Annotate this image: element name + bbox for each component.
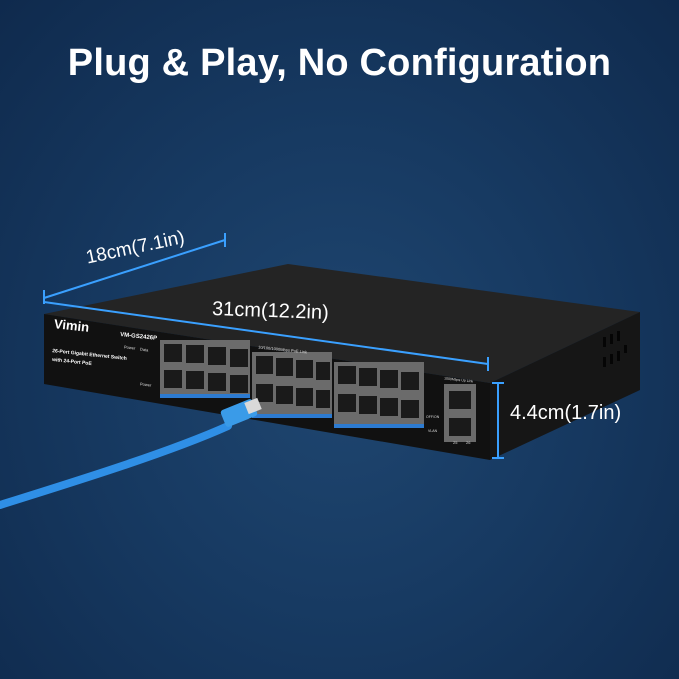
power-led-label: Power <box>123 344 136 351</box>
uplink-port-25-label: 25 <box>453 440 458 445</box>
port-number-strip-2 <box>252 414 332 418</box>
uplink-ports <box>444 384 476 442</box>
data-led-label: Data <box>139 346 149 353</box>
vlan-label: VLAN <box>428 429 438 433</box>
port-number-strip-1 <box>160 394 250 398</box>
poe-ports-group-1 <box>160 340 250 394</box>
switch-label: OFF/ON <box>426 415 440 419</box>
width-dimension-label: 31cm(12.2in) <box>211 297 330 325</box>
power-label: Power <box>139 381 152 388</box>
cable-connector-tip <box>244 397 262 415</box>
chassis-side <box>490 312 640 460</box>
side-vents <box>603 331 627 367</box>
chassis-top <box>44 264 640 383</box>
ethernet-cable <box>0 422 232 509</box>
uplink-port-26-label: 26 <box>466 440 471 445</box>
dimension-lines <box>43 233 504 459</box>
poe-ports-group-3 <box>334 362 424 424</box>
headline: Plug & Play, No Configuration <box>67 42 612 84</box>
port-number-strip-3 <box>334 424 424 428</box>
height-dimension-label: 4.4cm(1.7in) <box>510 402 622 424</box>
poe-ports-group-2 <box>252 352 332 414</box>
